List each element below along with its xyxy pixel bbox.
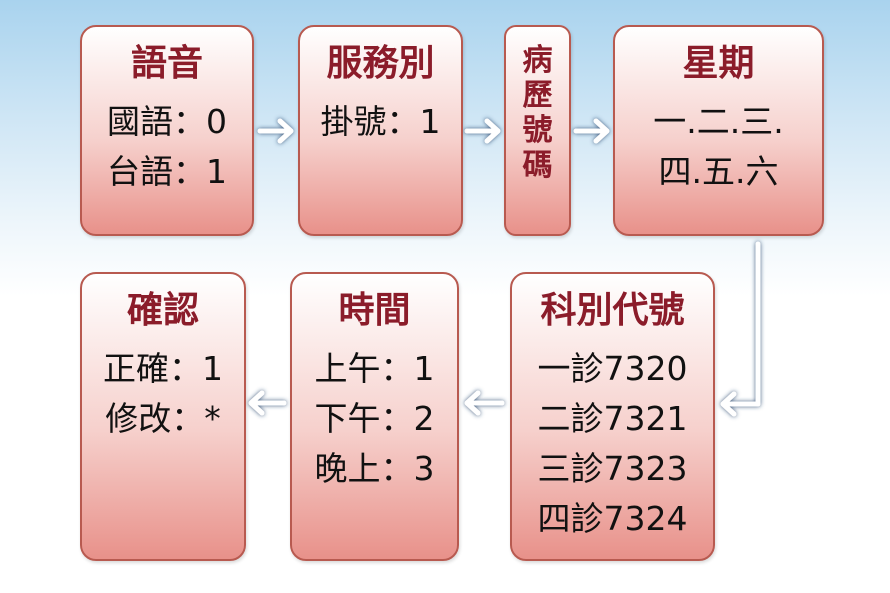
step-line: 四.五.六 bbox=[658, 152, 779, 191]
step-title: 語音 bbox=[130, 42, 203, 84]
step-line: 修改：* bbox=[105, 399, 221, 438]
arrow-right-3 bbox=[573, 118, 610, 144]
step-line: 一.二.三. bbox=[653, 102, 784, 141]
step-line: 晚上：3 bbox=[314, 449, 435, 488]
step-line: 一診7320 bbox=[537, 349, 688, 388]
step-service: 服務別 掛號：1 bbox=[298, 25, 463, 236]
step-line: 掛號：1 bbox=[320, 102, 441, 141]
step-record-number: 病 歷 號 碼 bbox=[504, 25, 571, 236]
step-title: 星期 bbox=[682, 42, 755, 84]
arrow-right-1 bbox=[257, 118, 294, 144]
step-line: 國語：0 bbox=[107, 102, 227, 141]
step-title: 服務別 bbox=[326, 42, 435, 84]
arrow-elbow bbox=[720, 241, 761, 417]
arrow-left-1 bbox=[464, 390, 505, 416]
step-title-char: 歷 bbox=[522, 78, 553, 113]
step-department-code: 科別代號 一診7320 二診7321 三診7323 四診7324 bbox=[510, 272, 715, 561]
step-title-char: 病 bbox=[522, 43, 553, 78]
step-line: 台語：1 bbox=[107, 152, 227, 191]
step-line: 正確：1 bbox=[103, 349, 223, 388]
step-line: 下午：2 bbox=[314, 399, 435, 438]
step-confirm: 確認 正確：1 修改：* bbox=[80, 272, 246, 561]
step-line: 四診7324 bbox=[537, 499, 688, 538]
arrow-left-2 bbox=[248, 390, 287, 416]
step-title-char: 號 bbox=[522, 113, 553, 148]
step-line: 二診7321 bbox=[537, 399, 688, 438]
step-line: 三診7323 bbox=[537, 449, 688, 488]
step-title: 確認 bbox=[126, 289, 199, 331]
step-weekday: 星期 一.二.三. 四.五.六 bbox=[613, 25, 824, 236]
step-title: 時間 bbox=[338, 289, 411, 331]
step-language: 語音 國語：0 台語：1 bbox=[80, 25, 254, 236]
step-title-char: 碼 bbox=[522, 148, 553, 183]
step-title: 科別代號 bbox=[540, 289, 685, 331]
arrow-right-2 bbox=[464, 118, 501, 144]
step-line: 上午：1 bbox=[314, 349, 435, 388]
step-time: 時間 上午：1 下午：2 晚上：3 bbox=[290, 272, 459, 561]
